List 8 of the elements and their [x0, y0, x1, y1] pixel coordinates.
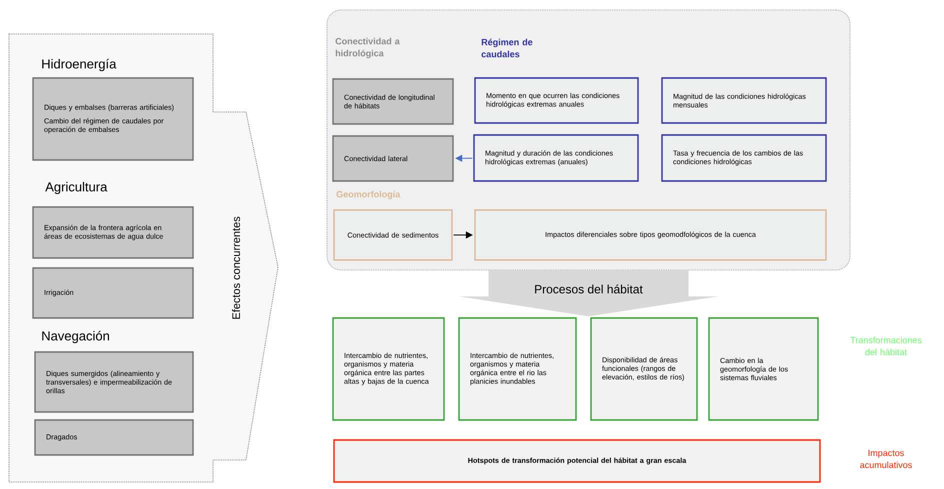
- heading: Transformaciones del hábitat: [850, 336, 922, 356]
- heading: Impactos acumulativos: [860, 450, 912, 468]
- edge-label: Procesos del hábitat: [533, 284, 644, 294]
- heading: Geomorfología: [336, 190, 400, 200]
- heading: Conectividad a hidrológica: [336, 38, 400, 58]
- heading: Navegación: [42, 330, 109, 344]
- heading: Agricultura: [45, 182, 108, 194]
- heading: Régimen de caudales: [482, 38, 532, 58]
